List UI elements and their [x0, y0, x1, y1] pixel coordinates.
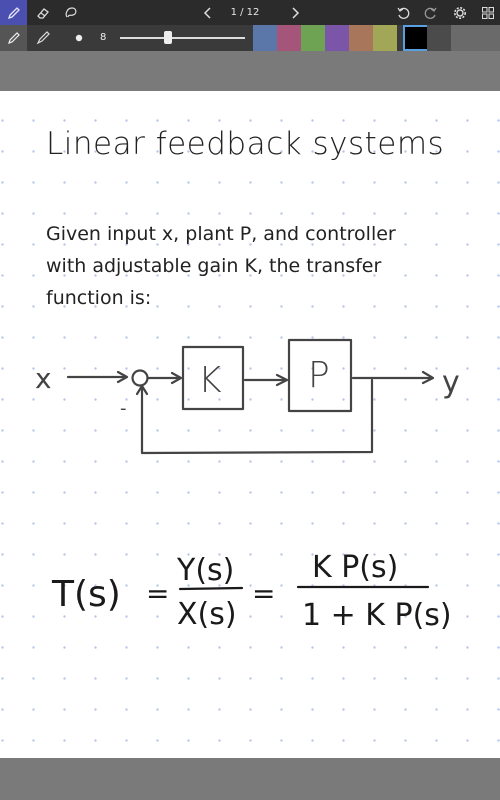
brush-size-value: 8: [100, 32, 107, 43]
controller-label: K: [198, 360, 222, 401]
top-margin-area: [0, 51, 500, 91]
color-swatch-purple[interactable]: [325, 25, 349, 51]
paragraph-line: Given input x, plant P, and controller: [46, 223, 396, 245]
chevron-right-icon: [292, 6, 300, 19]
fraction2-denominator: 1 + K P(s): [302, 598, 452, 633]
undo-icon: [397, 7, 410, 19]
settings-button[interactable]: [450, 0, 470, 25]
plant-label: P: [308, 355, 330, 396]
brush-size-slider-thumb[interactable]: [163, 31, 172, 44]
feedback-path: [140, 378, 374, 455]
paragraph-line: with adjustable gain K, the transfer: [46, 255, 382, 277]
next-page-button[interactable]: [285, 0, 305, 25]
fraction1-numerator: Y(s): [176, 553, 234, 588]
lasso-icon: [65, 6, 77, 17]
color-swatch-olive[interactable]: [373, 25, 397, 51]
equation-equals-2: =: [252, 577, 275, 610]
fraction1-denominator: X(s): [177, 597, 237, 632]
grid-icon: [482, 6, 494, 19]
pencil-icon: [7, 32, 20, 44]
lasso-tool-button[interactable]: [58, 0, 84, 25]
gear-icon: [454, 6, 466, 19]
top-toolbar: [0, 0, 500, 25]
page-indicator: 1 / 12: [230, 7, 260, 18]
minus-sign: -: [120, 398, 127, 419]
notebook-page[interactable]: [0, 91, 500, 758]
color-swatch-brown[interactable]: [349, 25, 373, 51]
eraser-tool-button[interactable]: [30, 0, 56, 25]
color-swatch-green[interactable]: [301, 25, 325, 51]
pen-icon: [7, 6, 20, 19]
brush-tip-button[interactable]: [70, 25, 88, 51]
color-swatch-blue[interactable]: [253, 25, 277, 51]
plant-block: [287, 338, 353, 413]
note-paragraph: Given input x, plant P, and controller w…: [46, 218, 466, 314]
input-arrowhead: [116, 370, 129, 384]
fountain-pen-style-button[interactable]: [30, 25, 56, 51]
undo-button[interactable]: [393, 0, 413, 25]
paragraph-line: function is:: [46, 287, 152, 309]
eraser-icon: [37, 7, 49, 19]
brush-tip-icon: [75, 34, 83, 42]
pen-tool-button[interactable]: [0, 0, 27, 25]
equation-equals-1: =: [146, 577, 169, 610]
color-swatch-dark-gray[interactable]: [427, 25, 451, 51]
page-grid-button[interactable]: [478, 0, 498, 25]
page-title: Linear feedback systems: [46, 126, 445, 162]
equation-lhs: T(s): [51, 574, 121, 615]
fraction1-bar: [178, 586, 244, 591]
brush-size-slider[interactable]: [120, 37, 245, 39]
redo-button[interactable]: [421, 0, 441, 25]
color-swatch-gray[interactable]: [451, 25, 500, 51]
input-label: x: [35, 362, 52, 395]
previous-page-button[interactable]: [198, 0, 218, 25]
bottom-margin-area: [0, 758, 500, 800]
summing-junction: [131, 369, 149, 387]
chevron-left-icon: [203, 6, 211, 19]
controller-block: [181, 345, 245, 411]
pencil-style-button[interactable]: [0, 25, 27, 51]
color-swatch-magenta[interactable]: [277, 25, 301, 51]
fountain-pen-icon: [36, 31, 50, 45]
redo-icon: [424, 7, 437, 19]
fraction2-numerator: K P(s): [312, 550, 398, 585]
output-label: y: [442, 365, 460, 400]
